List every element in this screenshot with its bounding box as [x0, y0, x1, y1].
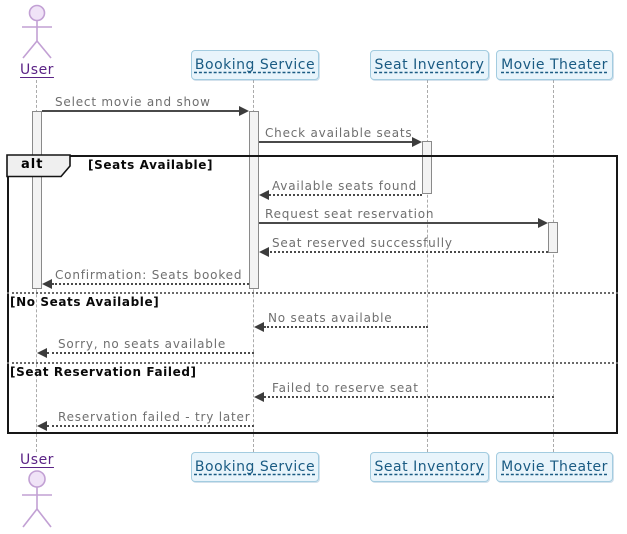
arrowhead-left-icon	[259, 247, 269, 257]
participant-seat-inventory-top[interactable]: Seat Inventory	[370, 50, 489, 80]
actor-icon	[22, 4, 52, 59]
message-label: Available seats found	[272, 179, 418, 193]
arrowhead-left-icon	[254, 392, 264, 402]
arrowhead-right-icon	[538, 218, 548, 228]
message-line	[47, 352, 254, 354]
message-label: Select movie and show	[55, 95, 211, 109]
participant-movie-theater-top[interactable]: Movie Theater	[496, 50, 613, 80]
lifeline-movie-theater	[553, 80, 554, 452]
activation-bar-seat-inventory	[422, 141, 432, 194]
message-line	[264, 326, 428, 328]
message-label: Failed to reserve seat	[272, 381, 419, 395]
guard-seat-reservation-failed: [Seat Reservation Failed]	[10, 365, 197, 379]
guard-no-seats-available: [No Seats Available]	[10, 295, 160, 309]
actor-label-bottom[interactable]: User	[20, 452, 54, 468]
message-label: Sorry, no seats available	[58, 337, 227, 351]
message-line	[264, 396, 554, 398]
participant-seat-inventory-bottom[interactable]: Seat Inventory	[370, 452, 489, 482]
message-label: Request seat reservation	[265, 207, 435, 221]
message-line	[42, 110, 240, 112]
message-line	[262, 194, 422, 196]
alt-operator: alt	[21, 157, 44, 172]
message-label: No seats available	[268, 311, 393, 325]
activation-bar-movie-theater	[548, 222, 558, 253]
guard-seats-available: [Seats Available]	[88, 158, 214, 172]
message-label: Check available seats	[265, 126, 413, 140]
actor-label-top[interactable]: User	[20, 62, 54, 78]
message-label: Seat reserved successfully	[272, 236, 453, 250]
arrowhead-left-icon	[37, 421, 47, 431]
lifeline-seat-inventory	[427, 80, 428, 452]
arrowhead-left-icon	[42, 279, 52, 289]
message-line	[262, 251, 548, 253]
arrowhead-left-icon	[37, 348, 47, 358]
message-line	[259, 141, 413, 143]
arrowhead-left-icon	[254, 322, 264, 332]
alt-fragment	[7, 155, 618, 434]
message-line	[259, 222, 539, 224]
message-label: Confirmation: Seats booked	[55, 268, 243, 282]
alt-divider	[7, 292, 618, 294]
activation-bar-booking	[249, 111, 259, 289]
participant-movie-theater-bottom[interactable]: Movie Theater	[496, 452, 613, 482]
message-label: Reservation failed - try later	[58, 410, 251, 424]
actor-icon	[22, 470, 52, 528]
arrowhead-left-icon	[259, 190, 269, 200]
message-line	[47, 425, 254, 427]
arrowhead-right-icon	[412, 137, 422, 147]
activation-bar-user	[32, 111, 42, 289]
alt-fragment-label-shape	[6, 154, 71, 178]
participant-booking-service-top[interactable]: Booking Service	[191, 50, 319, 80]
arrowhead-right-icon	[239, 106, 249, 116]
message-line	[52, 283, 249, 285]
alt-divider	[7, 362, 618, 364]
participant-booking-service-bottom[interactable]: Booking Service	[191, 452, 319, 482]
